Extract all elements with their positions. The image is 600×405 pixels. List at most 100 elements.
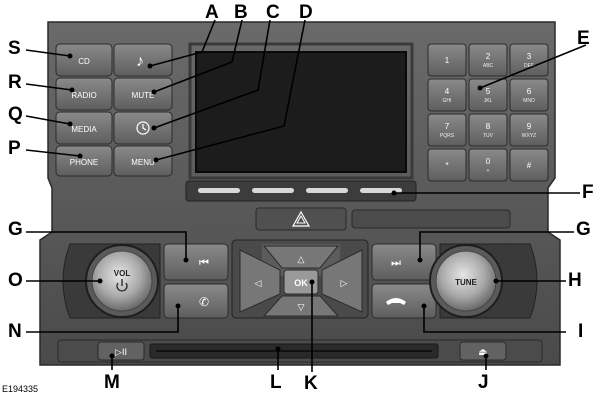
keypad-letters: GHI [443, 98, 452, 104]
figure-code: E194335 [2, 384, 39, 394]
callout-i: I [578, 321, 584, 342]
keypad-key-6[interactable] [509, 78, 549, 112]
callout-r: R [8, 72, 22, 93]
preset-buttons [198, 188, 402, 193]
keypad-letters: MNO [523, 98, 535, 104]
eject-icon: ⏏ [478, 347, 487, 358]
menu-label: MENU [131, 158, 155, 167]
callout-n: N [8, 321, 22, 342]
right-arrow-icon: ▷ [341, 278, 348, 288]
phone-answer-icon: ✆ [199, 295, 209, 309]
down-arrow-icon: ▽ [298, 302, 305, 312]
clock-icon [136, 121, 150, 135]
keypad-digit: 7 [445, 122, 450, 131]
preset-button-1[interactable] [198, 188, 240, 193]
media-button[interactable] [55, 111, 113, 145]
hazard-warning-icon [291, 210, 311, 227]
callout-d: D [299, 2, 313, 23]
callout-g-left: G [8, 219, 23, 240]
keypad-key-9[interactable] [509, 113, 549, 147]
callout-m: M [104, 372, 120, 393]
keypad-key-7[interactable] [427, 113, 467, 147]
keypad-letters: DEF [524, 63, 534, 69]
keypad-digit: 3 [527, 52, 532, 61]
ok-label: OK [294, 278, 308, 288]
keypad-letters: + [487, 168, 490, 174]
keypad-digit: # [527, 161, 532, 170]
keypad-digit: 5 [486, 87, 491, 96]
phone-button[interactable] [55, 145, 113, 177]
phone-answer-button[interactable] [163, 283, 229, 319]
radio-button[interactable] [55, 77, 113, 111]
keypad-digit: 2 [486, 52, 491, 61]
callout-j: J [478, 372, 489, 393]
keypad-letters: TUV [483, 133, 494, 139]
callout-e: E [577, 28, 590, 49]
callout-lines [25, 19, 587, 372]
callout-a: A [205, 2, 219, 23]
phone-label: PHONE [70, 158, 98, 167]
seek-back-button[interactable] [163, 243, 229, 281]
keypad-digit: 0 [486, 157, 491, 166]
nav-down-button[interactable] [262, 295, 340, 317]
callout-s: S [8, 38, 21, 59]
callout-c: C [266, 2, 280, 23]
vol-label: VOL [114, 269, 131, 278]
play-pause-button[interactable] [97, 341, 145, 361]
mute-button[interactable] [113, 77, 173, 111]
keypad-letters: JKL [484, 98, 493, 104]
nav-left-button[interactable] [239, 249, 281, 313]
preset-button-3[interactable] [306, 188, 348, 193]
seek-forward-button[interactable] [371, 243, 437, 281]
preset-button-2[interactable] [252, 188, 294, 193]
keypad-digit: 4 [445, 87, 450, 96]
left-arrow-icon: ◁ [255, 278, 262, 288]
preset-button-4[interactable] [360, 188, 402, 193]
menu-button[interactable] [113, 145, 173, 177]
keypad-digit: * [445, 161, 448, 170]
nav-up-button[interactable] [262, 245, 340, 269]
callout-l: L [270, 372, 282, 393]
nav-right-button[interactable] [321, 249, 363, 313]
ok-button[interactable] [283, 269, 319, 295]
keypad-key-2[interactable] [468, 43, 508, 77]
radio-label: RADIO [71, 91, 96, 100]
keypad-key-10[interactable] [427, 148, 467, 182]
cd-label: CD [78, 57, 90, 66]
source-buttons: CD RADIO MEDIA PHONE MUTE MENU ♪ [55, 43, 173, 177]
display-screen [195, 51, 407, 173]
keypad-key-1[interactable] [427, 43, 467, 77]
keypad-letters: PQRS [440, 133, 455, 139]
power-icon [116, 279, 128, 292]
keypad-digit: 6 [527, 87, 532, 96]
keypad-key-4[interactable] [427, 78, 467, 112]
seek-forward-icon: ⏭ [391, 257, 401, 269]
keypad-letters: ABC [483, 63, 494, 69]
play-pause-icon: ▷II [115, 347, 127, 357]
tune-label: TUNE [455, 278, 477, 287]
eject-button[interactable] [459, 341, 507, 361]
keypad-digit: 8 [486, 122, 491, 131]
callout-k: K [304, 373, 318, 394]
keypad-digit: 9 [527, 122, 532, 131]
cd-button[interactable] [55, 43, 113, 77]
callout-dots [67, 53, 499, 359]
seek-back-icon: ⏮ [199, 257, 209, 269]
callout-o: O [8, 270, 23, 291]
mute-label: MUTE [132, 91, 155, 100]
keypad-digit: 1 [445, 56, 450, 65]
keypad-key-8[interactable] [468, 113, 508, 147]
hazard-button[interactable] [255, 207, 347, 231]
keypad-key-11[interactable] [468, 148, 508, 182]
navigation-pad: OK △ ▽ ◁ ▷ [239, 245, 363, 317]
music-note-icon: ♪ [136, 53, 144, 70]
callout-g-right: G [576, 219, 591, 240]
up-arrow-icon: △ [298, 254, 305, 264]
callout-f: F [582, 182, 594, 203]
keypad-letters: WXYZ [522, 133, 536, 139]
callout-p: P [8, 138, 21, 159]
keypad-key-12[interactable] [509, 148, 549, 182]
callout-b: B [234, 2, 248, 23]
